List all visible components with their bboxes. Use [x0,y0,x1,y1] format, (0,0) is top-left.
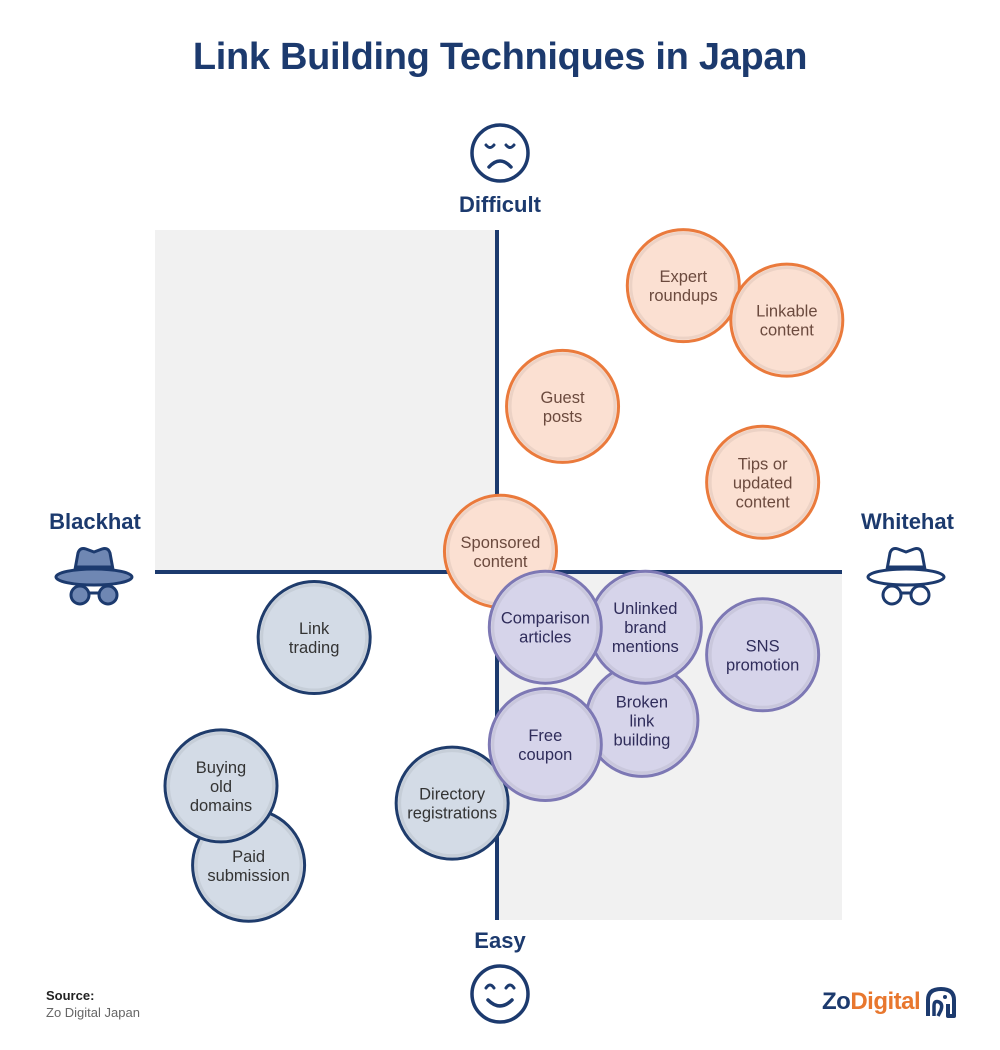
bubble-label: promotion [726,656,799,674]
happy-face-icon [470,964,530,1024]
source-label: Source: [46,988,95,1003]
bubble-label: building [613,731,670,749]
blackhat-spy-icon [54,547,134,606]
bubble-inner-ring [629,231,738,340]
bubble-label: mentions [612,638,679,656]
bubble-label: content [760,322,815,340]
bubble-label: content [473,553,528,571]
bubble-label: Link [299,620,330,638]
bubble-circle [505,348,621,464]
logo-text-digital: Digital [850,988,921,1015]
bubble-label: Tips or [738,455,788,473]
bubble-label: Sponsored [461,534,541,552]
source-note: Source: Zo Digital Japan [46,988,140,1020]
bubble-inner-ring [491,573,600,682]
bubble-label: SNS [746,637,780,655]
elephant-icon [926,987,957,1018]
bubble-label: coupon [518,746,572,764]
bubble-label: updated [733,474,793,492]
quadrant-shade-top-left [155,230,497,572]
bubble-inner-ring [708,428,817,537]
bubble-inner-ring [167,731,275,840]
source-value: Zo Digital Japan [46,1005,140,1020]
bubble-label: trading [289,639,339,657]
bubble-label: submission [207,867,290,885]
bubble-label: Free [528,727,562,745]
bubble-circle [729,262,845,378]
bubble-label: posts [543,408,582,426]
bubble-label: Paid [232,848,265,866]
bubble-circle [256,580,372,696]
bubble-circle [487,687,603,802]
logo-text-zo: Zo [822,988,851,1015]
bubble-label: Expert [659,268,707,286]
axis-label-blackhat: Blackhat [49,509,141,534]
whitehat-spy-icon [866,547,946,606]
bubble-circle [705,424,821,540]
bubble-label: Directory [419,786,486,804]
bubble-inner-ring [732,266,841,375]
bubble-circle [487,569,603,685]
bubble-label: link [630,712,656,730]
axis-label-easy: Easy [474,928,526,953]
axis-label-whitehat: Whitehat [861,509,954,534]
bubble-label: old [210,778,232,796]
bubble-label: Buying [196,759,246,777]
bubble-label: Linkable [756,303,817,321]
bubble-inner-ring [398,749,507,858]
bubble-circle [625,228,741,344]
bubble-circle [394,745,510,861]
bubble-label: Broken [616,693,668,711]
zodigital-logo: Zo Digital [822,986,958,1018]
bubble-circle [705,597,821,713]
bubble-label: Unlinked [613,600,677,618]
bubble-inner-ring [260,583,369,692]
bubble-label: domains [190,797,252,815]
bubble-label: content [736,493,791,511]
bubble-label: articles [519,629,571,647]
bubble-inner-ring [708,600,817,709]
bubble-label: registrations [407,805,497,823]
bubble-label: brand [624,619,666,637]
bubble-label: Guest [541,389,585,407]
axis-label-difficult: Difficult [459,192,541,217]
bubble-inner-ring [491,690,600,799]
sad-face-icon [470,123,530,183]
bubble-circle [163,728,279,844]
bubble-label: Comparison [501,610,590,628]
chart-title: Link Building Techniques in Japan [192,36,808,78]
bubble-inner-ring [508,352,617,461]
bubble-label: roundups [649,287,718,305]
